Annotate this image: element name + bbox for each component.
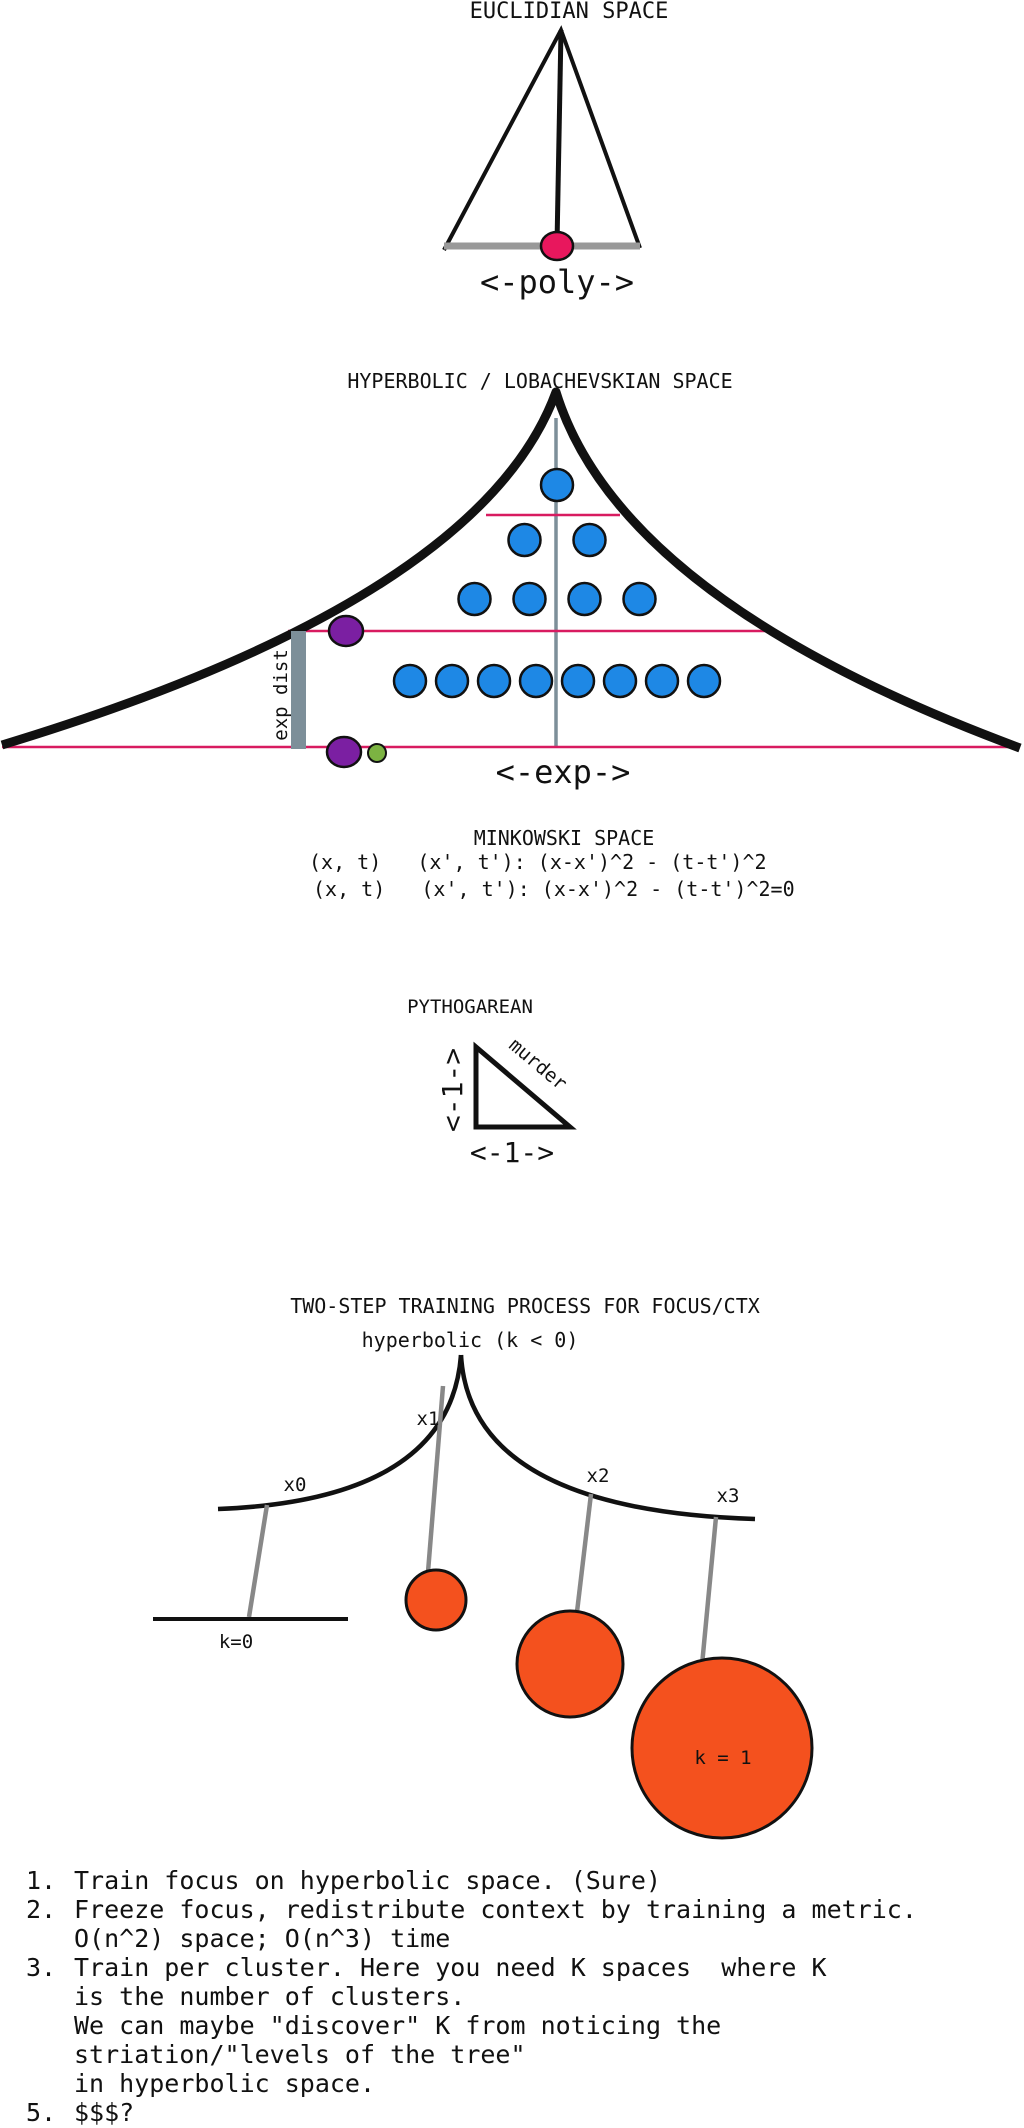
minkowski-section: MINKOWSKI SPACE (x, t) (x', t'): (x-x')^… <box>309 826 795 901</box>
tree-node <box>686 663 722 699</box>
hyperbolic-branch-right <box>458 1354 756 1522</box>
pythagorean-title: PYTHOGAREAN <box>407 996 533 1018</box>
point-label-x3: x3 <box>717 1485 740 1507</box>
point-label-x2: x2 <box>587 1465 610 1487</box>
step-item: 2. Freeze focus, redistribute context by … <box>26 1895 917 1953</box>
tree-node <box>476 663 512 699</box>
tree-node <box>434 663 470 699</box>
link-x3 <box>699 1516 719 1666</box>
step-item: 1. Train focus on hyperbolic space. (Sure… <box>26 1866 917 1895</box>
step-number: 3. <box>26 1953 57 1982</box>
hyperbolic-branch-left <box>217 1354 464 1512</box>
tree-node <box>572 522 607 558</box>
vertical-side-label: <-1-> <box>436 1048 469 1132</box>
horizontal-side-label: <-1-> <box>470 1136 554 1169</box>
purple-node-lower <box>325 735 363 769</box>
tree-node <box>457 581 492 617</box>
two-step-title: TWO-STEP TRAINING PROCESS FOR FOCUS/CTX <box>290 1294 760 1318</box>
minkowski-formula: (x, t) (x', t'): (x-x')^2 - (t-t')^2 <box>309 850 767 874</box>
hyperbolic-section: HYPERBOLIC / LOBACHEVSKIAN SPACE exp dis… <box>0 369 1022 791</box>
step-text: Train focus on hyperbolic space. (Sure) <box>74 1866 661 1895</box>
step-line: is the number of clusters. <box>74 1982 466 2011</box>
tree-node <box>622 581 657 617</box>
link-x0 <box>246 1504 270 1618</box>
hyperbolic-base-label: <-exp-> <box>496 753 631 791</box>
step-line: striation/"levels of the tree" <box>74 2040 526 2069</box>
sphere-medium <box>515 1609 625 1719</box>
step-line: in hyperbolic space. <box>74 2069 376 2098</box>
two-step-section: TWO-STEP TRAINING PROCESS FOR FOCUS/CTX … <box>153 1294 814 1840</box>
step-number: 2. <box>26 1895 57 1924</box>
green-node <box>367 743 387 763</box>
sphere-label: k = 1 <box>694 1747 751 1769</box>
step-text: $$$? <box>74 2098 134 2127</box>
sphere-small <box>404 1568 468 1632</box>
step-line: $$$? <box>74 2098 135 2127</box>
hyperbolic-curve <box>0 387 1022 753</box>
step-number: 5. <box>26 2098 57 2127</box>
euclidean-node <box>539 230 575 262</box>
two-step-subtitle: hyperbolic (k < 0) <box>362 1328 579 1352</box>
tree-node <box>518 663 554 699</box>
point-label-x0: x0 <box>284 1474 307 1496</box>
tree-node <box>602 663 638 699</box>
hypotenuse-label: murder <box>504 1034 571 1095</box>
step-text: Freeze focus, redistribute context by tr… <box>74 1895 917 1953</box>
tree-node <box>392 663 428 699</box>
point-label-x1: x1 <box>417 1408 440 1430</box>
step-line: Train focus on hyperbolic space. (Sure) <box>74 1866 661 1895</box>
step-item: 5. $$$? <box>26 2098 917 2127</box>
hyperbolic-title: HYPERBOLIC / LOBACHEVSKIAN SPACE <box>347 369 732 393</box>
step-line: We can maybe "discover" K from noticing … <box>74 2011 722 2040</box>
step-item: 3. Train per cluster. Here you need K spa… <box>26 1953 917 2098</box>
exp-dist-bar <box>291 631 306 749</box>
euclidean-triangle <box>442 25 642 251</box>
flat-space-label: k=0 <box>219 1631 253 1653</box>
step-line: O(n^2) space; O(n^3) time <box>74 1924 451 1953</box>
link-x1 <box>425 1385 446 1573</box>
tree-node <box>507 522 542 558</box>
pythagorean-section: PYTHOGAREAN <-1-> <-1-> murder <box>407 996 577 1169</box>
euclidean-center-line <box>554 29 564 245</box>
right-triangle <box>473 1041 577 1130</box>
link-x2 <box>574 1493 594 1613</box>
step-line: Freeze focus, redistribute context by tr… <box>74 1895 917 1924</box>
minkowski-formula-zero: (x, t) (x', t'): (x-x')^2 - (t-t')^2=0 <box>313 877 795 901</box>
tree-node <box>560 663 596 699</box>
step-text: Train per cluster. Here you need K space… <box>74 1953 827 2098</box>
minkowski-title: MINKOWSKI SPACE <box>474 826 655 850</box>
euclidean-title: EUCLIDIAN SPACE <box>470 0 669 24</box>
purple-node-upper <box>327 614 365 648</box>
sphere-large <box>630 1656 814 1840</box>
tree-node <box>567 581 602 617</box>
tree-nodes <box>392 467 722 699</box>
steps-list: 1. Train focus on hyperbolic space. (Sure… <box>26 1866 917 2127</box>
euclidean-section: EUCLIDIAN SPACE <-poly-> <box>442 0 669 301</box>
tree-node <box>539 467 575 503</box>
step-line: Train per cluster. Here you need K space… <box>74 1953 827 1982</box>
tree-node <box>644 663 680 699</box>
tree-node <box>512 581 547 617</box>
exp-dist-label: exp dist <box>270 649 292 741</box>
euclidean-base-label: <-poly-> <box>480 263 634 301</box>
step-number: 1. <box>26 1866 57 1895</box>
